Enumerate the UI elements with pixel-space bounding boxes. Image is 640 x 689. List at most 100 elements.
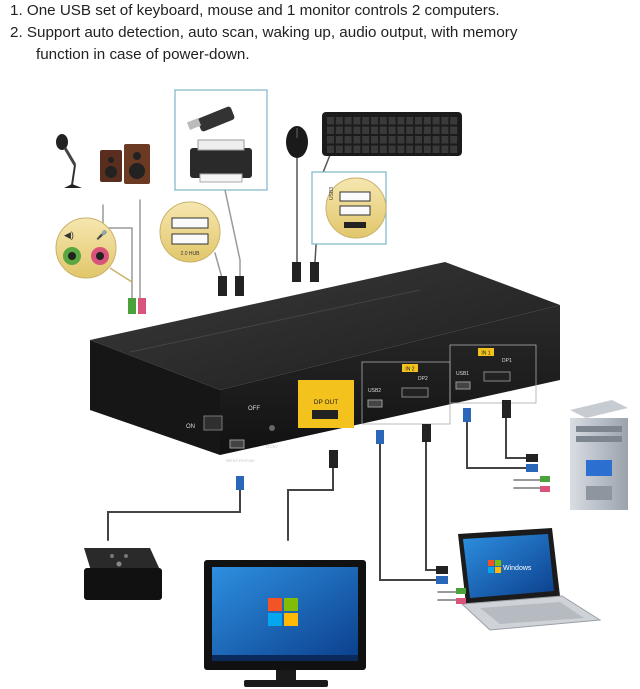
dp-out-panel — [298, 380, 354, 428]
keyboard-key — [397, 126, 405, 134]
label-on: ON — [186, 424, 195, 430]
keyboard-key — [441, 126, 449, 134]
laptop-brand: Windows — [503, 565, 532, 572]
remote-cable — [107, 484, 241, 541]
keyboard-key — [450, 145, 458, 153]
remote-button[interactable] — [110, 554, 114, 558]
usb2-port[interactable] — [367, 399, 383, 408]
flash-drive — [186, 106, 235, 132]
power-switch[interactable] — [203, 415, 223, 431]
usb1-port[interactable] — [455, 381, 471, 390]
keyboard-key — [379, 145, 387, 153]
dp1-port[interactable] — [483, 371, 511, 382]
laptop-usb-cable — [379, 439, 439, 581]
laptop-dp-cable — [425, 437, 439, 571]
mic-icon: 🎤 — [96, 229, 107, 240]
dp-out-port[interactable] — [312, 410, 338, 419]
keyboard-key — [441, 136, 449, 144]
pc-tower — [570, 400, 628, 510]
label-usb1: USB1 — [456, 371, 469, 377]
usb3-label: USB3 — [329, 187, 335, 200]
note-text: Support auto detection, auto scan, wakin… — [26, 24, 518, 41]
keyboard-key — [388, 126, 396, 134]
laptop: Windows — [458, 528, 602, 631]
label-dc5v: DC5V — [266, 444, 278, 449]
speaker-icon: ◀) — [64, 230, 74, 240]
keyboard-key — [406, 117, 414, 125]
monitor-dp-cable — [287, 464, 334, 541]
keyboard-key — [335, 126, 343, 134]
pc-plugs — [526, 454, 550, 492]
keyboard-key — [415, 126, 422, 134]
keyboard-key — [415, 136, 422, 144]
keyboard-key — [353, 136, 361, 144]
keyboard-key — [406, 126, 414, 134]
keyboard-key — [371, 145, 378, 153]
keyboard-key — [450, 136, 458, 144]
pc-dp-cable — [505, 409, 529, 459]
keyboard-key — [371, 117, 378, 125]
usb-hub-cable — [214, 252, 223, 279]
device-top — [90, 262, 560, 390]
remote-button[interactable] — [124, 554, 128, 558]
windows-logo-icon — [268, 598, 298, 626]
keyboard-key — [353, 145, 361, 153]
feature-notes: 1. One USB set of keyboard, mouse and 1 … — [10, 0, 635, 66]
keyboard-key — [423, 136, 431, 144]
keyboard-key — [397, 145, 405, 153]
printer — [190, 139, 252, 183]
note-item: 1. One USB set of keyboard, mouse and 1 … — [10, 0, 635, 22]
note-item: function in case of power-down. — [10, 44, 635, 66]
keyboard-key — [353, 126, 361, 134]
keyboard-key — [397, 136, 405, 144]
monitor — [204, 560, 366, 687]
note-text: One USB set of keyboard, mouse and 1 mon… — [26, 2, 500, 19]
keyboard-key — [441, 117, 449, 125]
kvm-connection-diagram: ◀) 🎤 2.0 HUB — [55, 89, 628, 687]
kvm-switch: ON OFF Wired Remote DC5V DP OUT IN 2 USB… — [90, 262, 560, 463]
remote-button[interactable] — [116, 561, 122, 567]
keyboard-key — [344, 117, 352, 125]
keyboard-key — [344, 126, 352, 134]
dc-port[interactable] — [269, 425, 275, 431]
wired-remote — [84, 548, 162, 600]
label-dp1: DP1 — [502, 358, 512, 364]
keyboard-key — [406, 145, 414, 153]
note-item: 2. Support auto detection, auto scan, wa… — [10, 22, 635, 44]
dp2-port[interactable] — [401, 387, 429, 398]
keyboard-key — [423, 117, 431, 125]
keyboard-key — [379, 117, 387, 125]
keyboard-key — [441, 145, 449, 153]
label-off: OFF — [248, 406, 260, 412]
device-left — [90, 340, 220, 455]
keyboard — [322, 112, 462, 156]
keyboard-key — [388, 145, 396, 153]
keyboard-key — [406, 136, 414, 144]
keyboard-key — [327, 136, 334, 144]
keyboard-key — [344, 145, 352, 153]
label-wired-remote: Wired Remote — [226, 458, 255, 463]
keyboard-key — [432, 136, 440, 144]
pc-usb-cable — [466, 421, 529, 469]
keyboard-key — [450, 117, 458, 125]
usb-hub-label: 2.0 HUB — [181, 251, 201, 257]
keyboard-key — [432, 145, 440, 153]
keyboard-key — [432, 126, 440, 134]
keyboard-key — [432, 117, 440, 125]
label-usb2: USB2 — [368, 388, 381, 394]
keyboard-key — [415, 145, 422, 153]
keyboard-key — [423, 145, 431, 153]
laptop-plugs — [436, 566, 466, 604]
usb-hub-callout: 2.0 HUB — [159, 201, 221, 263]
bottom-connectors — [236, 400, 511, 490]
label-in1: IN 1 — [481, 351, 490, 357]
keyboard-key — [415, 117, 422, 125]
keyboard-key — [335, 145, 343, 153]
top-connectors — [128, 262, 319, 314]
remote-port[interactable] — [229, 439, 245, 449]
label-in2: IN 2 — [405, 367, 414, 373]
audio-cable-green — [102, 204, 133, 301]
keyboard-key — [379, 126, 387, 134]
usb3-callout: USB3 — [311, 171, 387, 245]
keyboard-key — [344, 136, 352, 144]
